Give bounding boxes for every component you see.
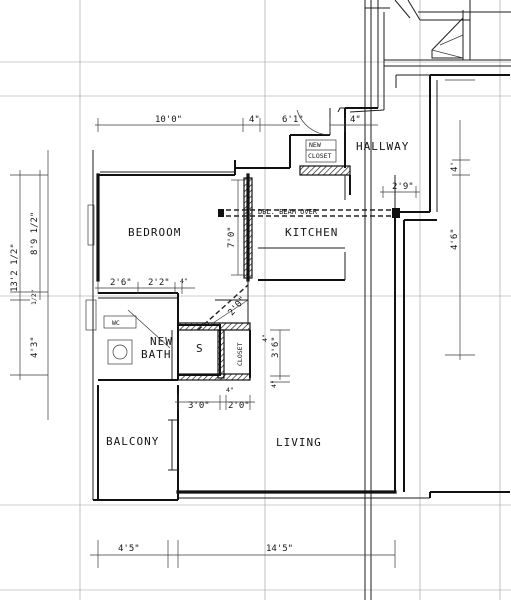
dim-right-total: 4'6"	[450, 228, 460, 250]
dim-top-4b: 4"	[350, 115, 361, 125]
dim-bottom-4: 4"	[226, 386, 234, 394]
room-label-closet: CLOSET	[236, 342, 244, 366]
dim-hall-2-9: 2'9"	[392, 182, 414, 192]
dim-closet-4b: 4"	[270, 380, 278, 388]
room-label-hallway: HALLWAY	[356, 140, 409, 153]
dim-top-width: 10'0"	[155, 115, 182, 125]
bath-fixtures	[103, 309, 171, 365]
room-label-new-closet-1: NEW	[309, 141, 321, 149]
dim-bed-height: 7'0"	[227, 226, 237, 248]
room-label-new-bath-1: NEW	[150, 335, 173, 348]
room-label-new-closet-2: CLOSET	[308, 152, 332, 160]
room-label-shower: S	[196, 342, 204, 355]
dim-left-upper: 8'9 1/2"	[30, 212, 40, 255]
dim-closet-4: 4"	[261, 334, 269, 342]
dimension-labels: 10'0" 4" 6'1" 4" 2'9" 4' 4'6" 13'2 1/2" …	[10, 115, 460, 554]
dim-left-total: 13'2 1/2"	[10, 243, 20, 292]
dim-bottom-3-0: 3'0"	[188, 401, 210, 411]
room-labels: BEDROOM KITCHEN HALLWAY LIVING BALCONY N…	[106, 140, 409, 449]
dim-bottom-left: 4'5"	[118, 544, 140, 554]
dim-left-mid: 1/2"	[30, 289, 38, 305]
dim-top-4a: 4"	[249, 115, 260, 125]
dim-right-4: 4'	[450, 161, 460, 172]
dim-bottom-right: 14'5"	[266, 544, 293, 554]
room-label-living: LIVING	[276, 436, 322, 449]
dim-bath-2-6: 2'6"	[110, 278, 132, 288]
dimension-lines	[10, 79, 475, 568]
unit-walls	[85, 107, 510, 501]
upper-right-structure	[337, 0, 511, 600]
dim-closet-3-6: 3'6"	[271, 336, 281, 358]
room-label-kitchen: KITCHEN	[285, 226, 338, 239]
dim-top-6: 6'1"	[282, 115, 304, 125]
dim-left-lower: 4'3"	[30, 336, 40, 358]
dim-bottom-2-0: 2'0"	[228, 401, 250, 411]
dim-bath-2-2: 2'2"	[148, 278, 170, 288]
room-label-wc: WC	[112, 319, 120, 327]
room-label-balcony: BALCONY	[106, 435, 159, 448]
dim-bath-diag: 2'0"	[227, 295, 249, 318]
room-label-new-bath-2: BATH	[141, 348, 172, 361]
room-label-bedroom: BEDROOM	[128, 226, 181, 239]
beam-note: DBL. BEAM OVER	[258, 208, 318, 216]
dim-bath-4: 4"	[180, 277, 188, 285]
